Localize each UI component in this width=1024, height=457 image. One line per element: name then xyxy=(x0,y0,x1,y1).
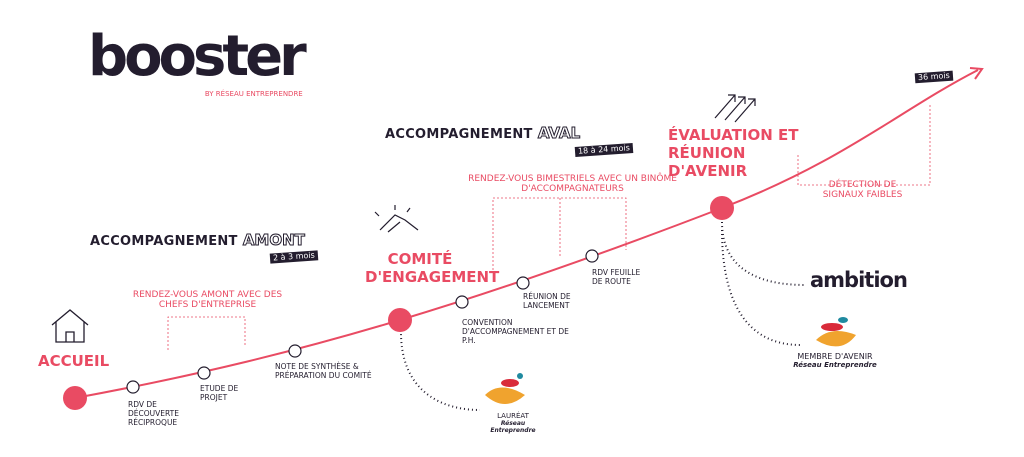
membre-connector xyxy=(721,229,801,346)
note-amont: RENDEZ-VOUS AMONT AVEC DES CHEFS D'ENTRE… xyxy=(132,290,283,310)
milestone-evaluation xyxy=(710,196,734,220)
house-icon xyxy=(51,309,89,343)
step-label: CONVENTION D'ACCOMPAGNEMENT ET DE P.H. xyxy=(462,318,569,345)
signaux-bracket xyxy=(797,103,931,186)
step-dot xyxy=(126,380,140,394)
step-dot xyxy=(516,276,530,290)
step-dot xyxy=(288,344,302,358)
handshake-icon xyxy=(374,205,419,233)
step-label: RÉUNION DE LANCEMENT xyxy=(523,292,571,310)
phase-amont: ACCOMPAGNEMENT AMONT 2 à 3 mois xyxy=(90,230,319,264)
membre-logo xyxy=(816,317,856,347)
laureat-logo xyxy=(485,373,525,404)
membre-badge: MEMBRE D'AVENIR Réseau Entreprendre xyxy=(793,352,877,369)
milestone-evaluation-label: ÉVALUATION ET RÉUNION D'AVENIR xyxy=(668,126,799,180)
milestone-accueil xyxy=(63,386,87,410)
amont-bracket xyxy=(167,316,246,350)
growth-arrows-icon xyxy=(714,94,756,123)
timeline-curve xyxy=(74,69,979,399)
milestone-accueil-label: ACCUEIL xyxy=(38,352,110,370)
laureat-badge: LAURÉAT Réseau Entreprendre xyxy=(490,412,536,434)
note-aval: RENDEZ-VOUS BIMESTRIELS AVEC UN BINÔME D… xyxy=(468,174,677,194)
ambition-logo: ambition xyxy=(810,268,908,292)
arrow-head xyxy=(969,67,984,80)
step-dot xyxy=(585,249,599,263)
step-label: RDV FEUILLE DE ROUTE xyxy=(592,268,641,286)
step-dot xyxy=(197,366,211,380)
note-signaux: DÉTECTION DE SIGNAUX FAIBLES xyxy=(822,180,903,200)
step-dot xyxy=(455,295,469,309)
booster-logo: booster BY RÉSEAU ENTREPRENDRE xyxy=(88,24,307,99)
milestone-comite-label: COMITÉ D'ENGAGEMENT xyxy=(365,250,500,286)
milestone-comite xyxy=(388,308,412,332)
aval-bracket xyxy=(492,197,627,270)
step-label: ETUDE DE PROJET xyxy=(200,384,239,402)
step-label: RDV DE DÉCOUVERTE RÉCIPROQUE xyxy=(128,400,179,427)
step-label: NOTE DE SYNTHÈSE & PRÉPARATION DU COMITÉ xyxy=(275,362,372,380)
phase-aval: ACCOMPAGNEMENT AVAL 18 à 24 mois xyxy=(385,123,634,158)
ambition-connector xyxy=(721,221,806,286)
